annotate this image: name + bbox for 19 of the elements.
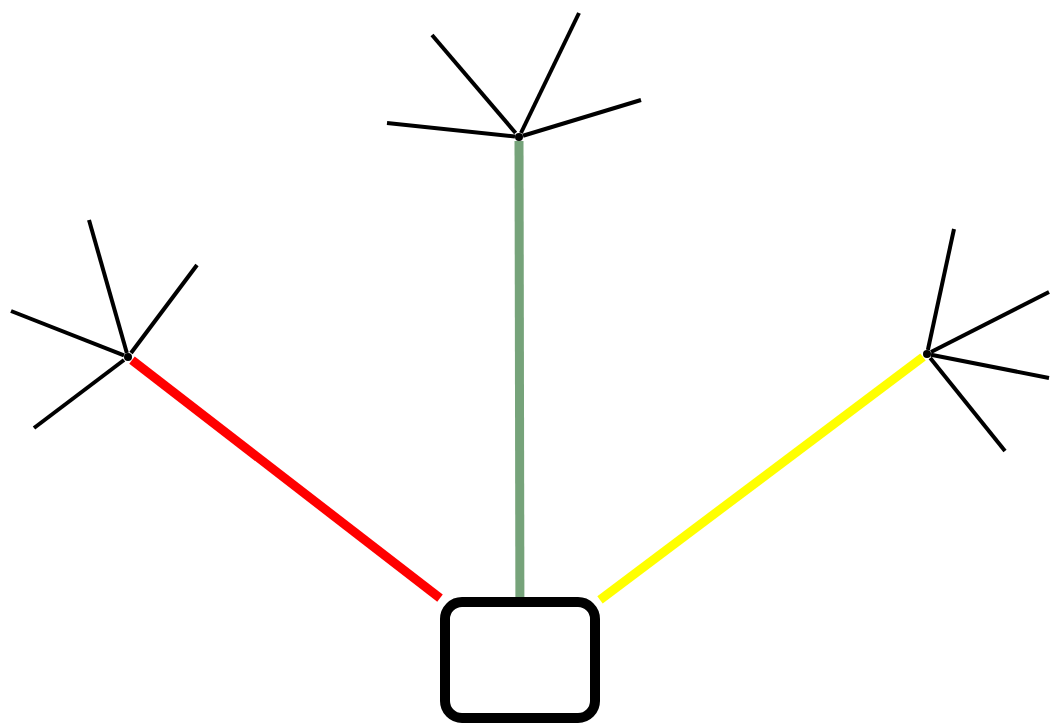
connector-line	[10, 309, 125, 358]
connector-line	[519, 12, 581, 134]
junction-point	[515, 133, 523, 141]
rounded-box	[440, 597, 600, 723]
junction-point	[124, 353, 132, 361]
connector-line	[430, 33, 518, 135]
connector-line	[386, 121, 516, 139]
connector-line	[32, 358, 126, 430]
connector-line	[930, 290, 1050, 354]
connector-line	[514, 141, 525, 597]
connector-line	[597, 353, 926, 604]
connector-line	[928, 356, 1007, 453]
connector-line	[522, 98, 642, 138]
connector-line	[129, 356, 443, 602]
connector-line	[129, 263, 199, 355]
connector-line	[930, 352, 1050, 380]
connector-line	[925, 228, 956, 351]
junction-point	[923, 350, 931, 358]
connector-line	[87, 219, 129, 354]
